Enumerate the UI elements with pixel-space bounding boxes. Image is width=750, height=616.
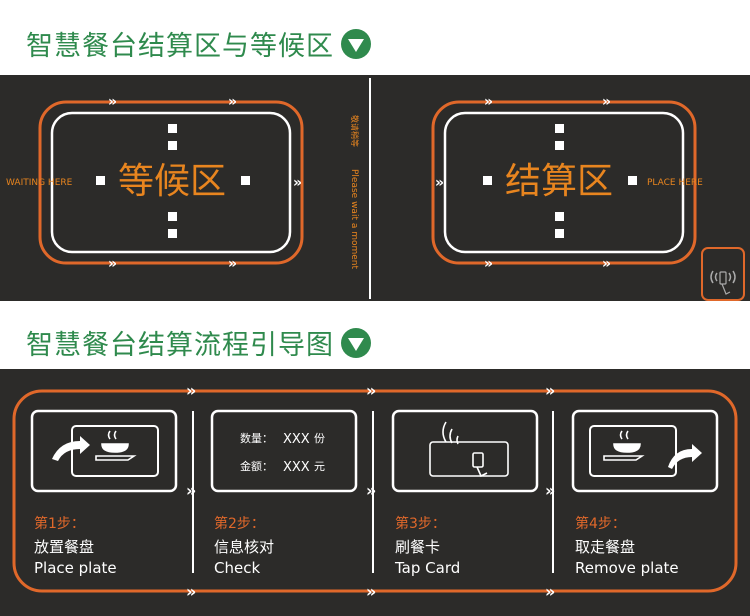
amount-unit: 元 xyxy=(314,460,325,473)
place-here-label: PLACE HERE xyxy=(647,178,703,188)
chevron-icon: » xyxy=(545,381,555,400)
section2-title: 智慧餐台结算流程引导图 xyxy=(26,330,334,361)
chevron-icon: » xyxy=(602,94,611,110)
chevron-icon: » xyxy=(366,582,376,601)
step-4-cn: 取走餐盘 xyxy=(575,538,635,556)
step-4-number: 第4步： xyxy=(575,515,626,532)
chevron-icon: » xyxy=(484,94,493,110)
step-1-en: Place plate xyxy=(34,559,117,577)
chevron-icon: » xyxy=(293,175,302,191)
step-2-en: Check xyxy=(214,559,260,577)
qty-unit: 份 xyxy=(314,432,325,445)
section1-heading: 智慧餐台结算区与等候区 xyxy=(26,24,372,63)
amount-label: 金额： xyxy=(240,459,273,473)
chevron-icon: » xyxy=(108,94,117,110)
chevron-icon: » xyxy=(186,381,196,400)
chevron-icon: » xyxy=(366,481,376,500)
chevron-icon: » xyxy=(108,256,117,272)
step-4-en: Remove plate xyxy=(575,559,679,577)
card-reader-icon xyxy=(429,421,509,478)
zone-panel: » » » » » 等候区 WAITING HERE 敬请稍等 Please w… xyxy=(0,75,750,301)
chevron-icon: » xyxy=(186,481,196,500)
qty-value: XXX xyxy=(283,432,310,447)
plate-icon xyxy=(95,430,137,461)
chevron-icon: » xyxy=(186,582,196,601)
chevron-icon: » xyxy=(484,256,493,272)
step-3: 第3步： 刷餐卡 Tap Card xyxy=(391,409,539,577)
section2-heading: 智慧餐台结算流程引导图 xyxy=(26,323,372,362)
amount-value: XXX xyxy=(283,460,310,475)
please-wait-cn: 敬请稍等 xyxy=(350,115,360,147)
nfc-icon xyxy=(701,247,745,301)
step-1: 第1步： 放置餐盘 Place plate xyxy=(30,409,178,577)
down-triangle-icon xyxy=(341,327,371,358)
step-2-number: 第2步： xyxy=(214,515,265,532)
qty-label: 数量： xyxy=(240,432,273,445)
step-3-cn: 刷餐卡 xyxy=(395,538,440,556)
chevron-icon: » xyxy=(435,175,444,191)
down-triangle-icon xyxy=(341,28,371,59)
chevron-icon: » xyxy=(545,481,555,500)
arrow-icon xyxy=(52,436,90,461)
step-1-number: 第1步： xyxy=(34,515,85,532)
process-frame xyxy=(12,389,738,593)
waiting-zone-title: 等候区 xyxy=(118,161,226,202)
checkout-zone-title: 结算区 xyxy=(505,161,613,202)
step-2: 数量： XXX 份 金额： XXX 元 第2步： 信息核对 Check xyxy=(210,409,358,577)
chevron-icon: » xyxy=(366,381,376,400)
chevron-icon: » xyxy=(545,582,555,601)
please-wait-en: Please wait a moment xyxy=(349,169,359,269)
chevron-icon: » xyxy=(602,256,611,272)
step-1-cn: 放置餐盘 xyxy=(34,538,94,556)
arrow-icon xyxy=(668,444,702,469)
waiting-here-label: WAITING HERE xyxy=(6,178,73,188)
step-4: 第4步： 取走餐盘 Remove plate xyxy=(571,409,719,577)
plate-icon xyxy=(603,430,645,461)
step-3-number: 第3步： xyxy=(395,515,446,532)
waiting-zone: » » » » » 等候区 WAITING HERE xyxy=(6,94,304,272)
step-2-cn: 信息核对 xyxy=(214,538,274,556)
please-wait-note: 敬请稍等 Please wait a moment xyxy=(349,115,360,269)
chevron-icon: » xyxy=(228,94,237,110)
checkout-zone: » » » » » 结算区 PLACE HERE xyxy=(431,94,703,272)
section1-title: 智慧餐台结算区与等候区 xyxy=(26,31,334,62)
process-panel: » » » » » » » » » 第1步： 放置餐盘 Place pl xyxy=(0,369,750,616)
step-3-en: Tap Card xyxy=(394,559,460,577)
chevron-icon: » xyxy=(228,256,237,272)
